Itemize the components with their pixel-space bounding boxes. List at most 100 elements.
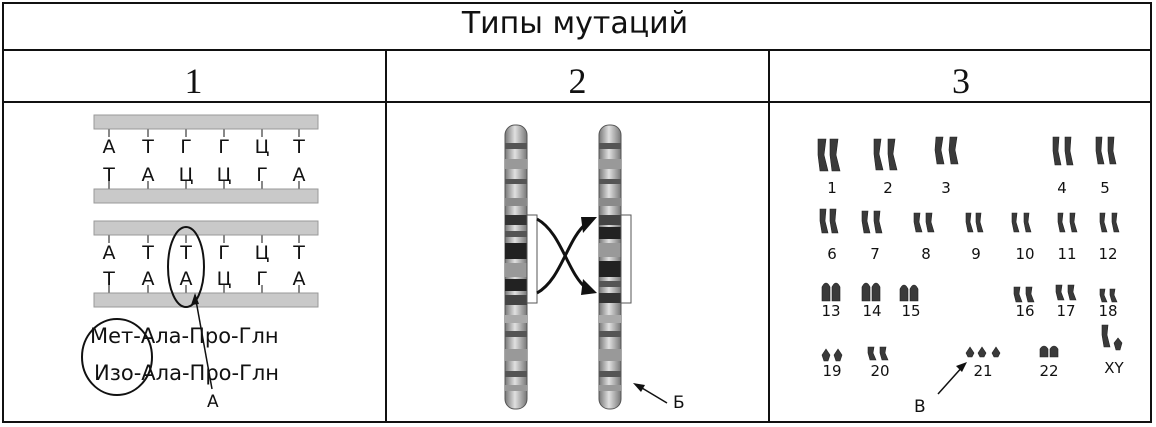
chromosome-pair-5: [1095, 136, 1117, 165]
karyotype-number-20: 20: [870, 362, 889, 380]
dna-backbone-bottom-2: [93, 292, 319, 308]
base-bottom-5: Г: [256, 164, 268, 186]
karyotype-number-10: 10: [1015, 245, 1034, 263]
arrowhead-b: [633, 383, 645, 392]
chromosome-pair-1: [817, 138, 841, 172]
chromosome-pair-15: [899, 284, 919, 302]
chromosome-pair-12: [1099, 212, 1120, 233]
karyotype-number-18: 18: [1098, 302, 1117, 320]
chromosome-pair-19: [821, 348, 843, 362]
chromosome-21-trisomy: [965, 346, 1001, 358]
table-title: Типы мутаций: [461, 6, 689, 41]
chromosome-pair-7: [861, 210, 883, 234]
dna-backbone-top-2: [93, 220, 319, 236]
protein-sequence-original: Мет-Ала-Про-Глн: [90, 324, 279, 348]
inversion-arrow-down: [536, 217, 588, 291]
karyotype-number-9: 9: [971, 245, 981, 263]
base-top-5: Ц: [255, 136, 270, 158]
chromosome-pair-4: [1052, 136, 1074, 166]
base-bottom-6: А: [293, 164, 306, 186]
chromosome-mutation-panel: Б: [504, 124, 685, 413]
chromosome-pair-3: [934, 136, 959, 165]
chromosome-pair-2: [873, 138, 898, 171]
karyotype-number-21: 21: [973, 362, 992, 380]
chromosome-pair-10: [1011, 212, 1032, 233]
chromosome-pair-17: [1055, 284, 1077, 301]
chromosome-original: [504, 124, 538, 410]
arrowhead-a: [191, 293, 199, 305]
mut-base-top-3: Т: [179, 242, 192, 264]
chromosome-pair-9: [965, 212, 984, 233]
chromosome-inverted: [598, 124, 632, 410]
karyotype-number-2: 2: [883, 179, 893, 197]
protein-sequence-mutated: Изо-Ала-Про-Глн: [94, 361, 279, 385]
base-top-3: Г: [180, 136, 192, 158]
base-bottom-3: Ц: [179, 164, 194, 186]
karyotype-number-19: 19: [822, 362, 841, 380]
mut-base-top-6: Т: [292, 242, 305, 264]
chromosome-pair-8: [913, 212, 935, 233]
label-a: А: [207, 392, 219, 412]
karyotype-panel: 1 2 3 4 5 6 7 8 9 10 11 12 13 14 15 16 1…: [817, 136, 1125, 417]
karyotype-number-3: 3: [941, 179, 951, 197]
chromosome-pair-13: [821, 282, 841, 302]
column-divider-2: [768, 49, 770, 423]
base-top-1: А: [103, 136, 116, 158]
mut-base-bottom-1: Т: [102, 268, 115, 290]
karyotype-number-11: 11: [1057, 245, 1076, 263]
chromosome-pair-6: [819, 208, 839, 234]
chromosome-pair-11: [1057, 212, 1078, 233]
number-row-divider: [2, 101, 1152, 103]
karyotype-number-1: 1: [827, 179, 837, 197]
mut-base-top-1: А: [103, 242, 116, 264]
dna-rungs-1: [108, 129, 300, 189]
column-number-2: 2: [568, 61, 587, 101]
karyotype-label-xy: XY: [1104, 359, 1124, 377]
karyotype-number-8: 8: [921, 245, 931, 263]
dna-backbone-bottom-1: [93, 188, 319, 204]
mut-base-top-5: Ц: [255, 242, 270, 264]
karyotype-number-14: 14: [862, 302, 881, 320]
dna-rungs-2: [108, 235, 300, 293]
mut-base-bottom-6: А: [293, 268, 306, 290]
inversion-arrow-up: [536, 221, 588, 295]
chromosome-pair-16: [1013, 286, 1035, 303]
header-divider: [2, 49, 1152, 51]
label-b: Б: [673, 393, 685, 413]
karyotype-number-15: 15: [901, 302, 920, 320]
karyotype-number-7: 7: [870, 245, 880, 263]
pointer-line-v: [937, 364, 965, 395]
karyotype-number-12: 12: [1098, 245, 1117, 263]
karyotype-number-17: 17: [1056, 302, 1075, 320]
karyotype-number-5: 5: [1100, 179, 1110, 197]
pointer-line-a: [194, 294, 213, 390]
column-divider-1: [385, 49, 387, 423]
label-v: В: [914, 397, 926, 417]
column-number-3: 3: [952, 61, 970, 101]
base-top-4: Г: [218, 136, 230, 158]
mut-base-bottom-2: А: [142, 268, 155, 290]
mut-base-top-4: Г: [218, 242, 230, 264]
base-bottom-1: Т: [102, 164, 115, 186]
arrowhead-v: [956, 362, 967, 372]
mut-base-bottom-4: Ц: [217, 268, 232, 290]
chromosome-pair-18: [1099, 288, 1118, 303]
base-top-2: Т: [141, 136, 154, 158]
karyotype-number-22: 22: [1039, 362, 1058, 380]
dna-backbone-top-1: [93, 114, 319, 130]
chromosome-pair-14: [861, 282, 881, 302]
column-number-1: 1: [184, 61, 203, 101]
arrowhead-down: [581, 279, 597, 295]
karyotype-number-6: 6: [827, 245, 837, 263]
karyotype-number-13: 13: [821, 302, 840, 320]
karyotype-number-16: 16: [1015, 302, 1034, 320]
changed-amino-acid-oval: [81, 318, 153, 396]
mutation-highlight-oval: [167, 226, 205, 308]
base-top-6: Т: [292, 136, 305, 158]
mut-base-bottom-5: Г: [256, 268, 268, 290]
karyotype-number-4: 4: [1057, 179, 1067, 197]
sex-chromosomes-xy: [1101, 324, 1123, 351]
base-bottom-2: А: [142, 164, 155, 186]
mut-base-bottom-3: А: [180, 268, 193, 290]
